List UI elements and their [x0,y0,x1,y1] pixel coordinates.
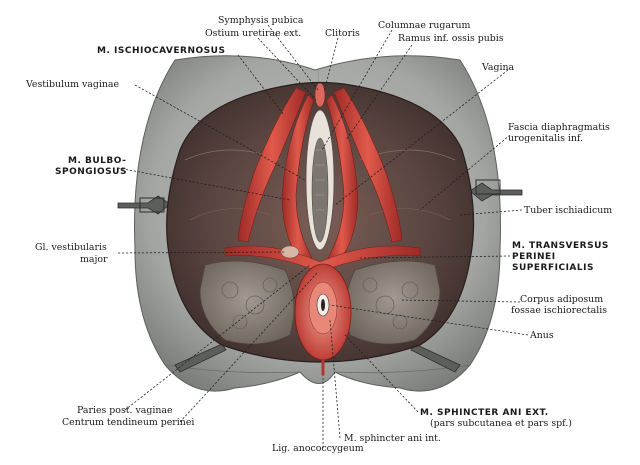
label-ostium-uretirae: Ostium uretirae ext. [205,28,301,39]
label-ramus-inf: Ramus inf. ossis pubis [398,33,504,44]
labels: Symphysis pubica Columnae rugarum Ostium… [25,15,612,454]
label-m-sphincter-ext-2: (pars subcutanea et pars spf.) [430,418,572,429]
label-m-transv-2: PERINEI [512,252,556,262]
label-anus: Anus [529,330,554,341]
label-gl-vest-1: Gl. vestibularis [35,242,107,253]
retractor-bottom-left [174,343,227,373]
label-m-bulbo-2: SPONGIOSUS [55,167,127,177]
label-centrum-tendineum: Centrum tendineum perinei [62,417,194,428]
label-fascia-1: Fascia diaphragmatis [508,122,610,133]
label-corpus-2: fossae ischiorectalis [511,305,607,316]
retractor-right [469,179,523,202]
label-m-bulbo-1: M. BULBO- [68,156,126,166]
label-columnae-rugarum: Columnae rugarum [378,20,471,31]
label-m-ischiocavernosus: M. ISCHIOCAVERNOSUS [97,46,225,56]
label-vestibulum-vaginae: Vestibulum vaginae [25,79,119,90]
gland-vestibularis [280,245,300,259]
label-symphysis-pubica: Symphysis pubica [218,15,304,26]
ischiocavernosus-muscles [237,87,403,243]
label-m-sphincter-ext-1: M. SPHINCTER ANI EXT. [420,408,549,418]
label-tuber-ischiadicum: Tuber ischiadicum [524,205,612,216]
label-m-transv-1: M. TRANSVERSUS [512,241,609,251]
retractor-bottom-right [410,343,461,373]
label-fascia-2: urogenitalis inf. [508,133,583,144]
label-lig-anococcygeum: Lig. anococcygeum [272,443,364,454]
label-clitoris: Clitoris [325,28,360,39]
leader-lines [117,24,529,448]
vestibule [305,82,335,251]
label-corpus-1: Corpus adiposum [520,294,603,305]
label-gl-vest-2: major [80,254,108,265]
fat-pad-right [345,260,441,345]
label-m-transv-3: SUPERFICIALIS [512,263,594,273]
label-vagina: Vagina [481,62,515,73]
retractor-left [117,195,171,215]
label-m-sphincter-int: M. sphincter ani int. [344,433,441,444]
label-paries-post: Paries post. vaginae [77,405,173,416]
